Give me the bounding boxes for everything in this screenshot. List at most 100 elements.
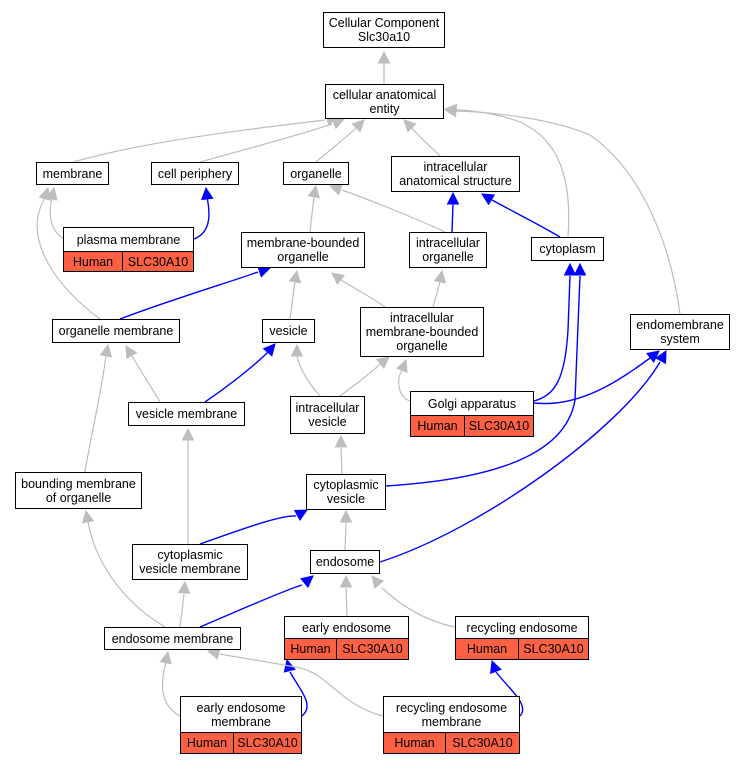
arrowhead-endosome-membrane-to-cvm (177, 580, 191, 594)
species-cell: Human (181, 733, 234, 753)
annotation-row-early-endosome-membrane: Human SLC30A10 (180, 732, 302, 754)
arrowhead-cvm-to-vesicle-membrane (181, 427, 195, 441)
node-bounding-membrane-of-organelle[interactable]: bounding membrane of organelle (15, 472, 142, 509)
edge-cytoplasmic-vesicle-to-cytoplasm (385, 275, 581, 487)
edge-imbo-to-mbo (340, 279, 386, 308)
arrowhead-mbo-to-organelle (307, 184, 320, 199)
node-recycling-endosome[interactable]: recycling endosome (455, 616, 589, 638)
arrowhead-recycling-endosome-to-endosome (371, 575, 385, 589)
arrowhead-vesicle-membrane-to-organelle-membrane (125, 345, 138, 360)
gene-cell: SLC30A10 (342, 642, 403, 656)
edge-rem-to-endosome-membrane (219, 653, 384, 717)
edge-intracellular-organelle-to-organelle (341, 189, 446, 233)
node-intracellular-vesicle[interactable]: intracellular vesicle (290, 396, 365, 434)
edge-intracellular-vesicle-to-imbo (339, 363, 381, 397)
edge-endosome-membrane-to-bounding-membrane (87, 521, 166, 628)
edge-organelle-membrane-to-mbo (119, 271, 259, 320)
arrowhead-vesicle-to-mbo (288, 269, 302, 284)
node-cellular-anatomical-entity[interactable]: cellular anatomical entity (325, 84, 444, 119)
edge-eem-to-early-endosome (289, 671, 308, 717)
edge-plasma-membrane-to-membrane (49, 196, 66, 240)
gene-cell: SLC30A10 (452, 736, 513, 750)
edge-vesicle-to-mbo (289, 281, 296, 320)
arrowhead-imbo-to-intracellular-organelle (433, 269, 447, 284)
edge-golgi-to-endomembrane (533, 357, 651, 405)
node-cytoplasm[interactable]: cytoplasm (531, 237, 604, 261)
gene-cell: SLC30A10 (523, 642, 584, 656)
arrowhead-organelle-membrane-to-membrane (38, 186, 51, 201)
arrowhead-vesicle-membrane-to-vesicle (262, 343, 276, 357)
node-endomembrane-system[interactable]: endomembrane system (630, 314, 730, 350)
species-cell: Human (285, 639, 337, 659)
node-organelle-membrane[interactable]: organelle membrane (52, 319, 180, 343)
edge-endosome-membrane-to-endosome (199, 584, 303, 628)
node-vesicle[interactable]: vesicle (262, 319, 315, 343)
edge-organelle-membrane-to-membrane (36, 197, 101, 320)
edge-recycling-endosome-to-endosome (381, 587, 456, 628)
arrowhead-intracellular-organelle-to-ias (446, 191, 460, 205)
node-membrane[interactable]: membrane (36, 162, 109, 185)
annotation-row-golgi-apparatus: Human SLC30A10 (410, 415, 534, 437)
arrowhead-bounding-membrane-to-organelle-membrane (99, 343, 113, 358)
node-intracellular-organelle[interactable]: intracellular organelle (409, 232, 487, 268)
arrowhead-golgi-to-imbo (395, 358, 408, 374)
edge-golgi-to-imbo (398, 369, 411, 402)
node-organelle[interactable]: organelle (283, 162, 349, 185)
arrowhead-golgi-to-endomembrane (646, 350, 660, 364)
arrowhead-cytoplasm-to-ias (481, 193, 496, 206)
edge-membrane-to-cae (72, 119, 326, 163)
species-cell: Human (64, 252, 123, 271)
gene-cell: SLC30A10 (237, 736, 298, 750)
edge-mbo-to-organelle (309, 195, 315, 233)
node-intracellular-anatomical-structure[interactable]: intracellular anatomical structure (391, 156, 520, 192)
arrowhead-endosome-to-cytoplasmic-vesicle (339, 509, 353, 523)
arrowhead-rem-to-recycling-endosome (490, 659, 502, 674)
species-cell: Human (411, 416, 465, 436)
arrowhead-cae-to-root (377, 50, 391, 64)
arrowhead-intracellular-organelle-to-organelle (328, 183, 343, 196)
edge-endosome-to-cytoplasmic-vesicle (344, 521, 347, 551)
node-early-endosome-membrane[interactable]: early endosome membrane (180, 696, 302, 732)
arrowhead-endosome-to-endomembrane (654, 350, 667, 365)
species-cell: Human (456, 639, 519, 659)
node-cytoplasmic-vesicle-membrane[interactable]: cytoplasmic vesicle membrane (132, 544, 248, 580)
node-plasma-membrane[interactable]: plasma membrane (63, 227, 194, 251)
edge-eem-to-endosome-membrane (161, 661, 181, 717)
node-endosome[interactable]: endosome (310, 550, 380, 574)
node-recycling-endosome-membrane[interactable]: recycling endosome membrane (383, 696, 520, 732)
annotation-row-recycling-endosome: Human SLC30A10 (455, 638, 589, 660)
gene-cell: SLC30A10 (468, 419, 530, 433)
edge-intracellular-vesicle-to-vesicle (296, 355, 321, 397)
node-endosome-membrane[interactable]: endosome membrane (104, 627, 241, 650)
arrowhead-plasma-membrane-to-cell-periphery (200, 186, 214, 201)
edge-early-endosome-to-endosome (345, 587, 348, 617)
arrowhead-golgi-to-cytoplasm (563, 262, 577, 276)
species-cell: Human (384, 733, 446, 753)
edge-intracellular-organelle-to-ias (451, 203, 454, 233)
node-cellular-component[interactable]: Cellular Component Slc30a10 (323, 12, 445, 48)
node-cell-periphery[interactable]: cell periphery (151, 162, 239, 185)
node-early-endosome[interactable]: early endosome (284, 616, 409, 638)
edge-endomembrane-to-cae (455, 110, 681, 315)
edge-cytoplasm-to-ias (491, 199, 561, 238)
node-golgi-apparatus[interactable]: Golgi apparatus (410, 391, 534, 415)
arrowhead-endosome-membrane-to-bounding-membrane (81, 509, 95, 524)
edge-bounding-membrane-to-organelle-membrane (84, 355, 107, 473)
node-intracellular-membrane-bounded-organelle[interactable]: intracellular membrane-bounded organelle (360, 307, 484, 357)
node-vesicle-membrane[interactable]: vesicle membrane (128, 402, 245, 426)
edge-cell-periphery-to-cae (199, 123, 333, 163)
node-cytoplasmic-vesicle[interactable]: cytoplasmic vesicle (306, 474, 386, 510)
arrowhead-endomembrane-to-cae (443, 104, 458, 118)
arrowhead-cvm-to-cytoplasmic-vesicle (293, 509, 308, 522)
arrowhead-cytoplasmic-vesicle-to-cytoplasm (573, 262, 587, 276)
edge-vesicle-membrane-to-vesicle (204, 351, 269, 403)
edge-endosome-membrane-to-cvm (179, 593, 185, 628)
node-membrane-bounded-organelle[interactable]: membrane-bounded organelle (241, 232, 365, 268)
edge-cvm-to-cytoplasmic-vesicle (199, 515, 297, 545)
annotation-row-early-endosome: Human SLC30A10 (284, 638, 409, 660)
gene-cell: SLC30A10 (127, 254, 189, 269)
arrowhead-ias-to-cae (403, 119, 417, 133)
edge-cytoplasmic-vesicle-to-intracellular-vesicle (340, 447, 343, 475)
